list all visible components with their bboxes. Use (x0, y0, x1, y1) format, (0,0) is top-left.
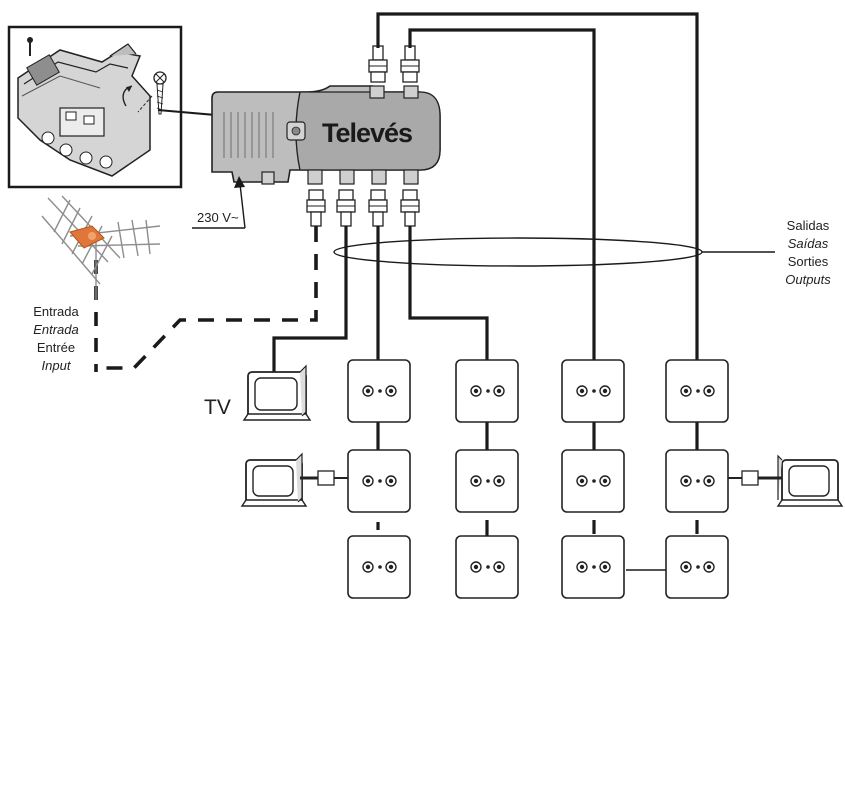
mounting-detail-inset (7, 25, 183, 189)
wall-socket-icon (455, 449, 519, 513)
connector-icon (400, 45, 420, 83)
tv-cable-left (300, 470, 348, 486)
cable-top-inner (408, 28, 596, 360)
connector-icon (306, 189, 326, 227)
power-label: 230 V~ (197, 210, 239, 225)
output-label-fr: Sorties (788, 254, 829, 269)
wall-socket-icon (665, 449, 729, 513)
connector-icon (368, 189, 388, 227)
output-label-pt: Saídas (788, 236, 829, 251)
wall-socket-icon (455, 535, 519, 599)
connector-icon (336, 189, 356, 227)
input-label-fr: Entrée (37, 340, 75, 355)
connector-icon (400, 189, 420, 227)
tv-icon (242, 364, 312, 421)
wall-socket-icon (665, 359, 729, 423)
wall-socket-icon (665, 535, 729, 599)
input-cables (94, 226, 318, 372)
wall-socket-icon (347, 359, 411, 423)
screw-small-icon (27, 37, 33, 56)
outputs-ellipse (333, 237, 703, 267)
output-label-en: Outputs (785, 272, 831, 287)
input-label-pt: Entrada (33, 322, 79, 337)
input-label-es: Entrada (33, 304, 79, 319)
power-callout: 230 V~ (192, 176, 246, 229)
antenna-icon (41, 195, 161, 300)
tv-icon (776, 454, 844, 507)
wall-socket-icon (561, 359, 625, 423)
connector-icon (368, 45, 388, 83)
socket-links (376, 420, 699, 571)
output-label-es: Salidas (787, 218, 830, 233)
wall-socket-icon (561, 449, 625, 513)
amplifier-icon: Televés (211, 85, 441, 185)
input-cable (102, 226, 318, 370)
opened-amplifier-icon (17, 43, 151, 177)
output-cables (272, 12, 699, 372)
cable-bottom-4 (408, 226, 489, 360)
wall-socket-icon (455, 359, 519, 423)
wall-socket-icon (347, 449, 411, 513)
wall-socket-icon (347, 535, 411, 599)
tv-label: TV (204, 396, 231, 419)
tv-icon (240, 452, 308, 507)
wall-socket-icon (561, 535, 625, 599)
input-labels: Entrada Entrada Entrée Input (33, 304, 79, 373)
wall-socket-grid (347, 359, 729, 599)
output-labels: Salidas Saídas Sorties Outputs (785, 218, 831, 287)
input-label-en: Input (42, 358, 72, 373)
connector-group (306, 45, 420, 227)
cable-bottom-2 (272, 226, 348, 372)
tv-cable-right (728, 470, 782, 486)
cable-top-outer (376, 12, 699, 360)
brand-logo: Televés (322, 118, 412, 148)
